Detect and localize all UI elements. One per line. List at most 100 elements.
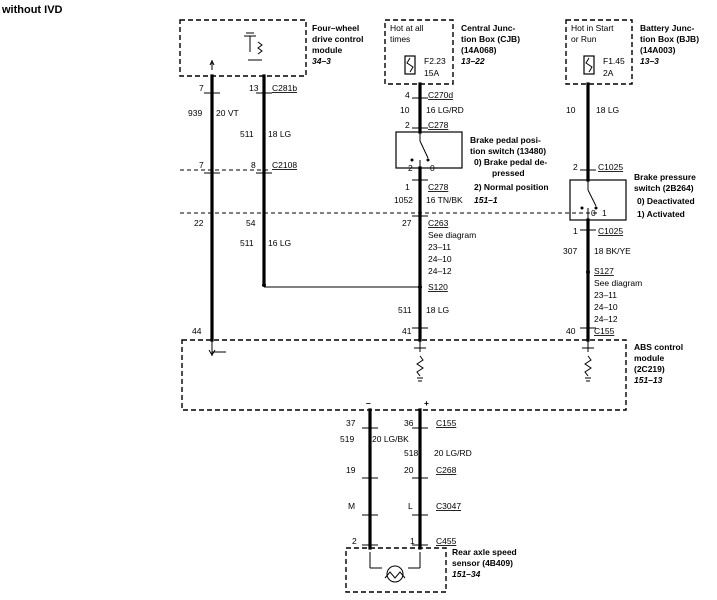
pin-20: 20 <box>404 465 414 475</box>
brake-pressure-name-2: switch (2B264) <box>634 183 694 193</box>
sensor-ref: 151–34 <box>452 569 481 579</box>
fwd-module-ref: 34–3 <box>312 56 331 66</box>
wire-color-18lg-a: 18 LG <box>268 129 291 139</box>
cjb-name-2: tion Box (CJB) <box>461 34 520 44</box>
connector-c455: C455 <box>436 536 457 546</box>
brake-pressure-state-0: 0) Deactivated <box>637 196 695 206</box>
diagram-ref-2a: 23–11 <box>594 290 617 300</box>
wire-color-18bkye: 18 BK/YE <box>594 246 631 256</box>
wire-color-20lgbk: 20 LG/BK <box>372 434 409 444</box>
pin-2-pressure: 2 <box>573 162 578 172</box>
bjb-fuse-name: F1.45 <box>603 56 625 66</box>
brake-pedal-pos-2: 2 <box>408 163 413 173</box>
wire-color-20vt: 20 VT <box>216 108 239 118</box>
connector-c3047: C3047 <box>436 501 461 511</box>
splice-s127: S127 <box>594 266 614 276</box>
brake-pedal-pos-0: 0 <box>430 163 435 173</box>
sensor-name-1: Rear axle speed <box>452 547 517 557</box>
circuit-307: 307 <box>563 246 577 256</box>
connector-c2108: C2108 <box>272 160 297 170</box>
see-diagram-1: See diagram <box>428 230 476 240</box>
pin-37: 37 <box>346 418 356 428</box>
pin-13: 13 <box>249 83 259 93</box>
pin-4: 4 <box>405 90 410 100</box>
bjb-name-2: tion Box (BJB) <box>640 34 699 44</box>
circuit-511-c: 511 <box>398 305 412 315</box>
connector-c155-a: C155 <box>594 326 615 336</box>
brake-pedal-state-0b: pressed <box>492 168 525 178</box>
circuit-10-a: 10 <box>400 105 410 115</box>
fwd-module-box <box>179 19 307 77</box>
pin-54: 54 <box>246 218 256 228</box>
abs-name-2: module <box>634 353 664 363</box>
brake-pedal-ref: 151–1 <box>474 195 498 205</box>
bjb-ref: 13–3 <box>640 56 659 66</box>
circuit-511-a: 511 <box>240 129 254 139</box>
rear-axle-speed-sensor: Rear axle speed sensor (4B409) 151–34 <box>345 547 517 593</box>
fwd-control-module: Four–wheel drive control module 34–3 <box>179 19 363 77</box>
fwd-module-name-3: module <box>312 45 342 55</box>
connector-c281b: C281b <box>272 83 297 93</box>
cjb-box <box>384 19 454 85</box>
battery-junction-box: Hot in Start or Run F1.45 2A Battery Jun… <box>565 19 699 85</box>
fwd-module-name-2: drive control <box>312 34 363 44</box>
pin-l: L <box>408 501 413 511</box>
pin-1-sensor: 1 <box>410 536 415 546</box>
connector-c270d: C270d <box>428 90 453 100</box>
diagram-ref-1a: 23–11 <box>428 242 451 252</box>
abs-ref: 151–13 <box>634 375 663 385</box>
wire-color-16lg: 16 LG <box>268 238 291 248</box>
diagram-title: without IVD <box>1 4 63 16</box>
cjb-name-3: (14A068) <box>461 45 497 55</box>
fuse-f1-45-icon <box>583 55 595 75</box>
brake-pressure-switch: 0 1 Brake pressure switch (2B264) 0) Dea… <box>569 172 696 221</box>
pin-2-brake: 2 <box>405 120 410 130</box>
bjb-name-1: Battery Junc- <box>640 23 694 33</box>
wire-color-18lg-c: 18 LG <box>426 305 449 315</box>
cjb-name-1: Central Junc- <box>461 23 515 33</box>
connector-c1025-b: C1025 <box>598 226 623 236</box>
pin-1-brake: 1 <box>405 182 410 192</box>
abs-name-1: ABS control <box>634 342 683 352</box>
pin-8: 8 <box>251 160 256 170</box>
connector-c278-b: C278 <box>428 182 449 192</box>
pin-40: 40 <box>566 326 576 336</box>
connector-c263: C263 <box>428 218 449 228</box>
brake-pedal-name-2: tion switch (13480) <box>470 146 546 156</box>
sensor-box <box>345 547 447 593</box>
circuit-10-b: 10 <box>566 105 576 115</box>
bjb-hot-1: Hot in Start <box>571 23 614 33</box>
pin-41: 41 <box>402 326 412 336</box>
cjb-ref: 13–22 <box>461 56 485 66</box>
see-diagram-2: See diagram <box>594 278 642 288</box>
cjb-hot-2: times <box>390 34 410 44</box>
wire-color-16tnbk: 16 TN/BK <box>426 195 463 205</box>
brake-pressure-pos-1: 1 <box>602 208 607 218</box>
pin-36: 36 <box>404 418 414 428</box>
pin-44: 44 <box>192 326 202 336</box>
sensor-name-2: sensor (4B409) <box>452 558 513 568</box>
splice-s120: S120 <box>428 282 448 292</box>
wire-color-18lg-b: 18 LG <box>596 105 619 115</box>
brake-pressure-switch-box <box>569 179 627 221</box>
pin-22: 22 <box>194 218 204 228</box>
diagram-ref-2c: 24–12 <box>594 314 618 324</box>
diagram-ref-2b: 24–10 <box>594 302 618 312</box>
diagram-ref-1b: 24–10 <box>428 254 452 264</box>
wire-color-16lgrd: 16 LG/RD <box>426 105 464 115</box>
brake-pedal-switch-box <box>395 131 463 169</box>
fuse-f2-23-icon <box>404 55 416 75</box>
cjb-fuse-amps: 15A <box>424 68 439 78</box>
brake-pressure-pos-0: 0 <box>591 208 596 218</box>
central-junction-box: Hot at all times F2.23 15A Central Junc-… <box>384 19 520 85</box>
pin-m: M <box>348 501 355 511</box>
abs-control-module: ABS control module (2C219) 151–13 <box>181 339 683 411</box>
connector-c268: C268 <box>436 465 457 475</box>
pin-19: 19 <box>346 465 356 475</box>
bjb-name-3: (14A003) <box>640 45 676 55</box>
pin-1-pressure: 1 <box>573 226 578 236</box>
circuit-511-b: 511 <box>240 238 254 248</box>
diagram-ref-1c: 24–12 <box>428 266 452 276</box>
wire-color-20lgrd: 20 LG/RD <box>434 448 472 458</box>
